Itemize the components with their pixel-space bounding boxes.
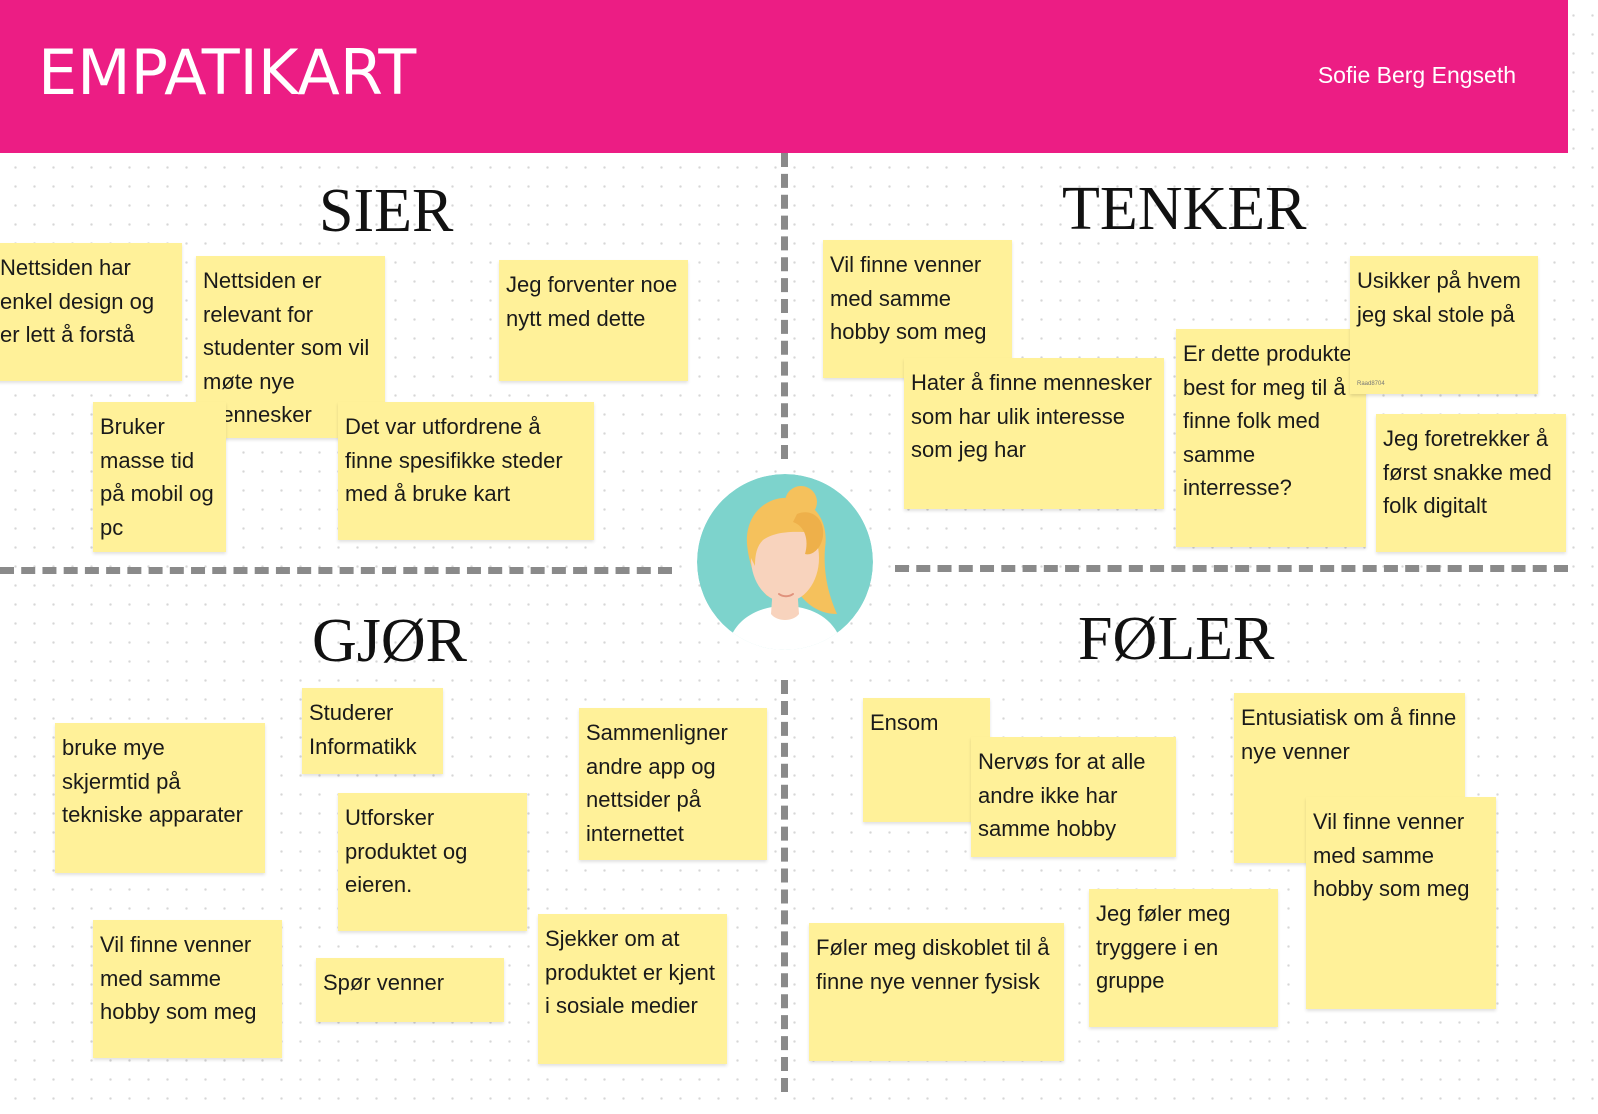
sticky-note[interactable]: Vil finne venner med samme hobby som meg <box>1306 797 1496 1009</box>
sticky-note[interactable]: Nettsiden har enkel design og er lett å … <box>0 243 182 381</box>
sticky-note[interactable]: Bruker masse tid på mobil og pc <box>93 402 226 552</box>
page-title: EMPATIKART <box>38 36 417 109</box>
section-title-tenker: TENKER <box>1062 175 1307 243</box>
sticky-note[interactable]: Spør venner <box>316 958 504 1022</box>
sticky-note[interactable]: Nervøs for at alle andre ikke har samme … <box>971 737 1176 857</box>
author-name: Sofie Berg Engseth <box>1317 62 1516 88</box>
sticky-note[interactable]: Sammenligner andre app og nettsider på i… <box>579 708 767 860</box>
sticky-note[interactable]: Føler meg diskoblet til å finne nye venn… <box>809 923 1064 1061</box>
sticky-note[interactable]: Jeg foretrekker å først snakke med folk … <box>1376 414 1566 552</box>
sticky-note[interactable]: Jeg føler meg tryggere i en gruppe <box>1089 889 1278 1027</box>
section-title-foler: FØLER <box>1078 605 1275 673</box>
horizontal-divider-right <box>895 565 1568 572</box>
sticky-note[interactable]: Usikker på hvem jeg skal stole på Raad87… <box>1350 256 1538 394</box>
sticky-note[interactable]: Det var utfordrene å finne spesifikke st… <box>338 402 594 540</box>
sticky-note-text: Usikker på hvem jeg skal stole på <box>1357 268 1521 327</box>
header-bar: EMPATIKART Sofie Berg Engseth <box>0 0 1568 153</box>
avatar <box>697 474 873 650</box>
sticky-note[interactable]: Er dette produktet best for meg til å fi… <box>1176 329 1366 547</box>
sticky-note[interactable]: bruke mye skjermtid på tekniske apparate… <box>55 723 265 873</box>
sticky-note[interactable]: Nettsiden er relevant for studenter som … <box>196 256 385 438</box>
sticky-note[interactable]: Jeg forventer noe nytt med dette <box>499 260 688 381</box>
vertical-divider-top <box>781 153 788 459</box>
sticky-note[interactable]: Utforsker produktet og eieren. <box>338 793 527 931</box>
section-title-gjor: GJØR <box>312 607 468 675</box>
note-tag: Raad8704 <box>1357 381 1385 387</box>
sticky-note[interactable]: Vil finne venner med samme hobby som meg <box>93 920 282 1058</box>
vertical-divider-bottom <box>781 680 788 1092</box>
sticky-note[interactable]: Studerer Informatikk <box>302 688 443 774</box>
sticky-note[interactable]: Hater å finne mennesker som har ulik int… <box>904 358 1164 509</box>
sticky-note[interactable]: Vil finne venner med samme hobby som meg <box>823 240 1012 378</box>
sticky-note[interactable]: Sjekker om at produktet er kjent i sosia… <box>538 914 727 1064</box>
horizontal-divider-left <box>0 567 672 574</box>
sticky-note[interactable]: Ensom <box>863 698 990 822</box>
section-title-sier: SIER <box>319 177 454 245</box>
